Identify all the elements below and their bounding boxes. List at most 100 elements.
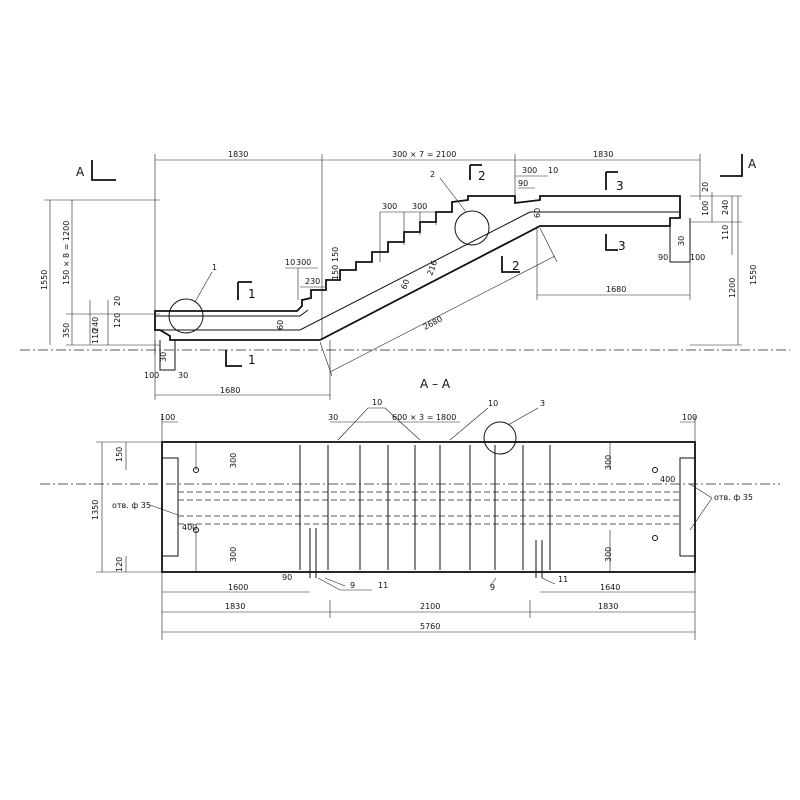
dim-section-90: 90 [282, 573, 292, 582]
section-title: А – А [420, 377, 451, 391]
dim-right-1200: 1200 [728, 278, 737, 298]
callout-11-b-label: 11 [558, 575, 568, 584]
dim-step-300-b: 300 [412, 202, 427, 211]
dim-30-left-b: 30 [178, 371, 188, 380]
callout-leader-2 [439, 177, 467, 213]
callout-9-a-label: 9 [350, 581, 355, 590]
dim-1680-left: 1680 [220, 386, 240, 395]
dim-left-1550: 1550 [40, 270, 49, 290]
cut-2-top-label: 2 [478, 169, 486, 183]
left-extension-lines [44, 199, 160, 346]
bottom-left-dimension [154, 340, 331, 400]
hole-right-label: отв. ф 35 [714, 493, 753, 502]
dim-right-110: 110 [721, 225, 730, 240]
dim-90-top: 90 [518, 179, 528, 188]
dim-section-1830-right: 1830 [598, 602, 618, 611]
top-extension-lines [154, 154, 701, 355]
dim-60-landing: 60 [276, 320, 285, 330]
callout-leader-1 [194, 271, 213, 303]
dim-left-120: 120 [113, 313, 122, 328]
dim-section-1800: 600 × 3 = 1800 [392, 413, 456, 422]
section-a-left-label: А [76, 165, 85, 179]
dim-section-150: 150 [115, 447, 124, 462]
callout-1-label: 1 [212, 263, 217, 272]
lifting-loops [309, 528, 543, 578]
section-slab-outline [161, 441, 696, 573]
cut-3-bottom-label: 3 [618, 239, 626, 253]
callout-leader-3 [507, 407, 539, 426]
cut-1-top-marker [237, 281, 252, 300]
dim-section-1600: 1600 [228, 583, 248, 592]
dim-top-2100: 300 × 7 = 2100 [392, 150, 456, 159]
callout-3-label: 3 [540, 399, 545, 408]
dim-10-mid: 10 [285, 258, 295, 267]
section-inner-dim-lines [195, 442, 611, 572]
dim-30-right: 30 [677, 236, 686, 246]
reinforcement-dashed-lines [178, 491, 680, 525]
dim-section-30: 30 [328, 413, 338, 422]
dim-section-400-b: 400 [660, 475, 675, 484]
section-left-dimensions [96, 441, 162, 573]
callout-9-b-label: 9 [490, 583, 495, 592]
dim-60-upper: 60 [533, 208, 542, 218]
left-dimension-lines [49, 200, 109, 345]
step-lines [299, 445, 551, 570]
callout-circle-3 [483, 421, 517, 455]
dim-section-300-d: 300 [604, 547, 613, 562]
hole-left-label: отв. ф 35 [112, 501, 151, 510]
dim-left-20: 20 [113, 296, 122, 306]
dim-left-240: 240 [91, 317, 100, 332]
right-bearing-detail [669, 218, 691, 263]
callout-circle-2 [454, 210, 490, 246]
dim-step-300-a: 300 [382, 202, 397, 211]
hole-bottom-left [193, 527, 199, 533]
right-end-recess [679, 457, 695, 557]
cut-2-bottom-label: 2 [512, 259, 520, 273]
dim-2680: 2680 [422, 314, 444, 332]
dim-right-240: 240 [721, 200, 730, 215]
section-a-a-view: А – А 3 10 10 100 600 × 3 = 1800 100 30 … [40, 377, 780, 640]
dim-section-1640: 1640 [600, 583, 620, 592]
cut-1-bottom-marker [225, 350, 242, 367]
mid-step-dims [285, 267, 325, 300]
dim-30-left-a: 30 [159, 352, 168, 362]
dim-section-100-right: 100 [682, 413, 697, 422]
right-dimension-lines [711, 192, 739, 345]
dim-150-a: 150 [331, 265, 340, 280]
callout-leaders-10 [337, 407, 489, 441]
dim-216: 216 [425, 259, 439, 276]
bottom-right-dimension [536, 226, 691, 300]
dim-section-2100: 2100 [420, 602, 440, 611]
callout-2-label: 2 [430, 170, 435, 179]
right-extension-lines [690, 195, 742, 346]
dim-step-300-d: 300 [296, 258, 311, 267]
cut-3-top-label: 3 [616, 179, 624, 193]
dim-left-110: 110 [91, 329, 100, 344]
dim-230: 230 [305, 277, 320, 286]
callout-10-b-label: 10 [488, 399, 498, 408]
left-bearing-detail [159, 340, 176, 371]
section-top-dimensions [161, 416, 696, 442]
dim-section-300-c: 300 [604, 455, 613, 470]
cut-2-top-marker [469, 164, 482, 180]
dim-top-1830-right: 1830 [593, 150, 613, 159]
step-detail-lines [379, 212, 437, 262]
dim-150-b: 150 [331, 247, 340, 262]
slope-dimension-line [329, 255, 556, 373]
stair-soffit-line [160, 211, 680, 331]
hole-top-right [652, 467, 658, 473]
dim-90-right: 90 [658, 253, 668, 262]
stair-flight-outline [154, 195, 681, 341]
dim-right-1550: 1550 [749, 265, 758, 285]
cut-1-bottom-label: 1 [248, 353, 256, 367]
callout-10-a-label: 10 [372, 398, 382, 407]
dim-section-100-left: 100 [160, 413, 175, 422]
hole-right-leaders [689, 483, 713, 531]
section-a-right-label: А [748, 157, 757, 171]
dim-section-300-b: 300 [229, 547, 238, 562]
top-step-dims [515, 175, 548, 189]
callout-leaders-9 [324, 577, 497, 587]
dim-1680-right: 1680 [606, 285, 626, 294]
dim-left-1200: 150 × 8 = 1200 [62, 221, 71, 285]
